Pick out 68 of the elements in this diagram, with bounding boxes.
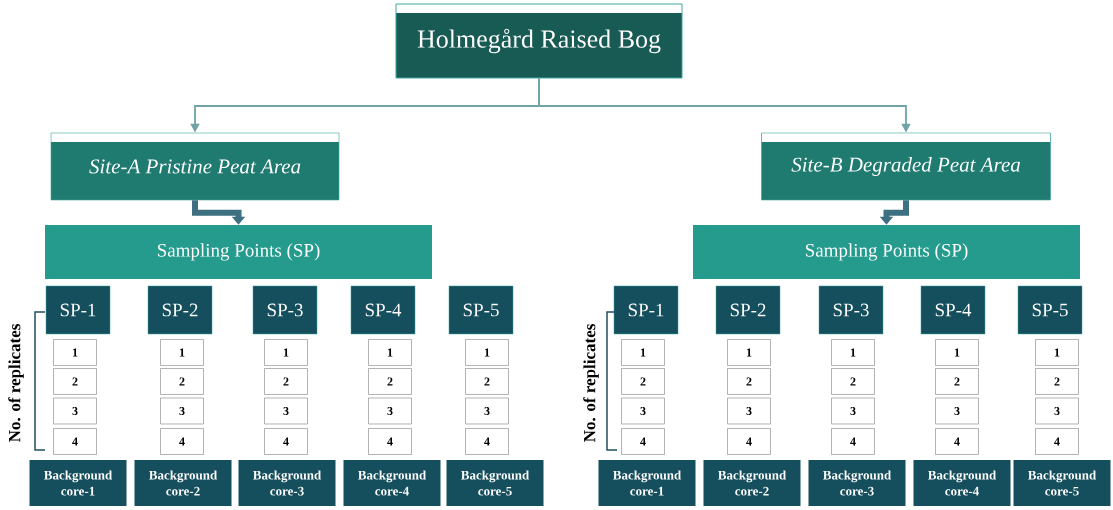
replicate-box: 3 [160,397,204,425]
replicate-box: 1 [727,339,771,366]
replicate-box: 4 [53,428,97,455]
core-box: Background core-3 [808,460,906,506]
replicate-box: 4 [621,428,665,455]
replicate-box: 2 [53,368,97,395]
replicate-box: 1 [368,339,412,366]
replicate-box: 4 [831,428,875,455]
sampling-point-box: SP-5 [448,285,514,335]
replicate-box: 2 [1035,368,1079,395]
replicate-box: 1 [935,339,979,366]
replicate-box: 2 [368,368,412,395]
replicate-box: 4 [264,428,308,455]
replicate-box: 4 [368,428,412,455]
sampling-point-box: SP-2 [147,285,213,335]
replicate-box: 1 [621,339,665,366]
sampling-point-box: SP-4 [350,285,416,335]
replicate-box: 2 [465,368,509,395]
replicate-box: 4 [727,428,771,455]
core-box: Background core-3 [238,460,336,506]
replicate-box: 3 [1035,397,1079,425]
sampling-point-box: SP-2 [715,285,781,335]
replicate-box: 1 [831,339,875,366]
core-box: Background core-5 [446,460,544,506]
replicate-box: 2 [621,368,665,395]
axis-label: No. of replicates [8,324,24,442]
replicate-box: 3 [368,397,412,425]
replicate-box: 2 [727,368,771,395]
replicate-box: 2 [264,368,308,395]
core-box: Background core-2 [703,460,801,506]
core-box: Background core-1 [598,460,696,506]
replicate-box: 1 [465,339,509,366]
replicate-box: 3 [727,397,771,425]
core-box: Background core-4 [343,460,441,506]
replicate-box: 1 [160,339,204,366]
replicate-box: 3 [53,397,97,425]
axis-label: No. of replicates [583,324,599,442]
core-box: Background core-5 [1013,460,1111,506]
site-box: Site-B Degraded Peat Area [761,132,1051,201]
core-box: Background core-1 [29,460,127,506]
replicate-box: 2 [935,368,979,395]
replicate-box: 4 [1035,428,1079,455]
sampling-point-box: SP-5 [1017,285,1083,335]
replicate-box: 3 [465,397,509,425]
replicate-box: 4 [465,428,509,455]
replicate-box: 2 [831,368,875,395]
header-bar: Sampling Points (SP) [45,225,432,279]
replicate-box: 3 [831,397,875,425]
replicate-box: 4 [935,428,979,455]
header-bar: Sampling Points (SP) [693,225,1080,279]
replicate-box: 3 [935,397,979,425]
replicate-box: 4 [160,428,204,455]
replicate-box: 1 [53,339,97,366]
replicate-box: 3 [264,397,308,425]
title-box: Holmegård Raised Bog [395,3,683,79]
core-box: Background core-2 [134,460,232,506]
replicate-box: 1 [1035,339,1079,366]
replicate-box: 3 [621,397,665,425]
arrow [192,200,246,225]
site-box: Site-A Pristine Peat Area [50,132,340,201]
sampling-point-box: SP-4 [920,285,986,335]
core-box: Background core-4 [913,460,1011,506]
sampling-point-box: SP-1 [613,285,679,335]
sampling-point-box: SP-3 [252,285,318,335]
replicate-box: 1 [264,339,308,366]
sampling-point-box: SP-1 [45,285,111,335]
sampling-point-box: SP-3 [818,285,884,335]
replicate-box: 2 [160,368,204,395]
